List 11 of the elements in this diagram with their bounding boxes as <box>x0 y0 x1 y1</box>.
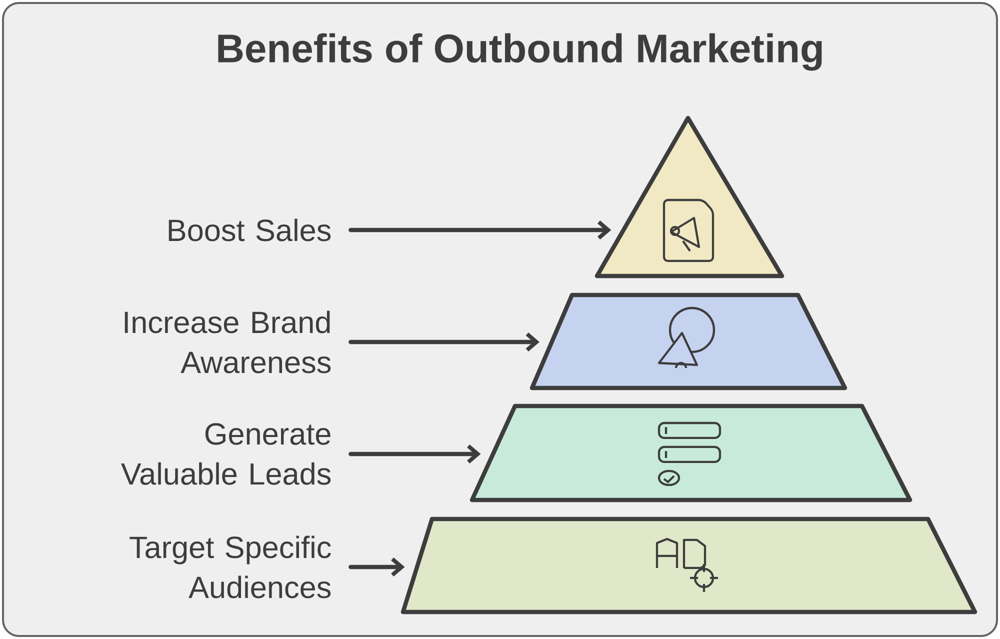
benefit-label: Generate Valuable Leads <box>121 423 331 485</box>
arrow <box>348 332 540 352</box>
title: Benefits of Outbound Marketing <box>218 33 822 71</box>
arrow <box>348 220 612 240</box>
arrow <box>348 444 481 464</box>
pyramid-layer <box>400 516 978 614</box>
benefit-label: Increase Brand Awareness <box>124 310 331 374</box>
benefit-label: Boost Sales <box>168 218 331 242</box>
benefit-label: Target Specific Audiences <box>130 536 331 598</box>
pyramid-top <box>594 116 784 278</box>
arrow <box>348 557 405 577</box>
